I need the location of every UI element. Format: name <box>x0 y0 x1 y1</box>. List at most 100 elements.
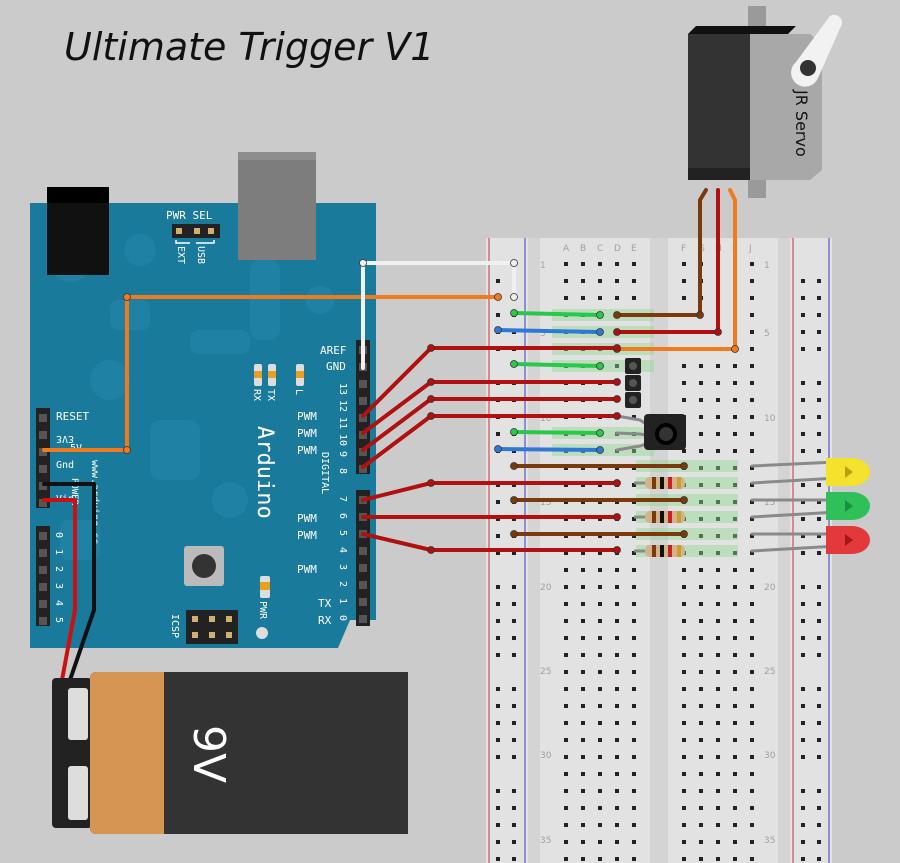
servo-ground-wire <box>615 188 708 317</box>
digital-pin-number: 11 <box>337 417 348 429</box>
icsp-label: ICSP <box>169 614 180 638</box>
l-led-label: L <box>293 389 304 395</box>
breadboard-row-label: 1 <box>764 261 770 271</box>
yellow-led <box>826 458 870 486</box>
digital-pin-number: 8 <box>337 468 348 474</box>
wires <box>42 188 840 682</box>
digital-pin-number: 5 <box>337 530 348 536</box>
digital-pin-number: 1 <box>337 598 348 604</box>
breadboard-col-label: E <box>631 244 637 254</box>
servo-label: JR Servo <box>792 89 811 157</box>
analog-header <box>36 526 50 626</box>
green-led <box>826 492 870 520</box>
leds <box>826 458 870 554</box>
pwr-led-label: PWR <box>257 601 268 620</box>
breadboard-row-label: 10 <box>764 414 776 424</box>
aref-label: AREF <box>320 344 347 357</box>
breadboard-row-label: 20 <box>764 583 776 593</box>
pwm-label-3: PWM <box>297 563 317 576</box>
diagram-title: Ultimate Trigger V1 <box>64 25 434 69</box>
analog-pin-number: 0 <box>53 532 64 538</box>
resistors <box>634 477 685 557</box>
digital-header-high <box>356 340 370 474</box>
digital-pin-number: 10 <box>337 434 348 446</box>
breadboard-row-label: 35 <box>540 836 551 846</box>
status-leds <box>254 364 304 386</box>
breadboard-col-label: D <box>614 244 621 254</box>
digital-pin-number: 4 <box>337 547 348 553</box>
power-header <box>36 408 50 508</box>
servo-motor: JR Servo <box>688 6 843 198</box>
analog-pin-number: 1 <box>53 549 64 555</box>
power-label: POWER <box>69 478 79 506</box>
icsp-header <box>186 610 238 644</box>
tx-led-label: TX <box>265 389 276 401</box>
breadboard-row-label: 10 <box>540 414 552 424</box>
blue-jumper-2 <box>496 447 602 452</box>
pwm-label-10: PWM <box>297 427 317 440</box>
pwm-label-6: PWM <box>297 512 317 525</box>
breadboard-row-label: 25 <box>540 667 551 677</box>
digital-pin-number: 9 <box>337 451 348 457</box>
reset-label: RESET <box>56 410 89 423</box>
ir-receiver <box>644 414 686 450</box>
green-jumper-2 <box>512 362 602 368</box>
analog-pin-number: 4 <box>53 600 64 606</box>
battery-negative-wire <box>42 482 96 682</box>
ext-label: EXT <box>175 246 186 264</box>
tx-pin-label: TX <box>318 597 332 610</box>
red-led <box>826 526 870 554</box>
breadboard-col-label: C <box>597 244 603 254</box>
blue-jumper-1 <box>496 328 602 334</box>
breadboard-row-label: 25 <box>764 667 775 677</box>
pwr-sel-label: PWR SEL <box>166 209 213 222</box>
3v3-label: 3V3 <box>56 433 74 444</box>
breadboard-row-label: 30 <box>764 751 776 761</box>
analog-pin-numbers: 0 1 2 3 4 5 <box>53 532 64 623</box>
gnd-wire <box>361 261 516 370</box>
breadboard-row-label: 15 <box>764 498 775 508</box>
digital-pin-number: 0 <box>337 615 348 621</box>
breadboard-col-label: J <box>748 244 752 254</box>
breadboard-row-label: 5 <box>764 329 770 339</box>
digital-label: DIGITAL <box>319 452 330 494</box>
gnd-left-label: Gnd <box>56 460 74 471</box>
digital-header-low <box>356 490 370 626</box>
breadboard-row-label: 5 <box>540 329 546 339</box>
servo-signal-wire <box>615 188 737 351</box>
rx-pin-label: RX <box>318 614 332 627</box>
breadboard-col-label: A <box>563 244 570 254</box>
analog-pin-number: 5 <box>53 617 64 623</box>
digital-pin-number: 3 <box>337 564 348 570</box>
breadboard-col-label: B <box>580 244 586 254</box>
pwm-label-9: PWM <box>297 444 317 457</box>
breadboard-row-label: 20 <box>540 583 552 593</box>
analog-pin-number: 2 <box>53 566 64 572</box>
usb-label: USB <box>195 246 206 264</box>
analog-pin-number: 3 <box>53 583 64 589</box>
breadboard-row-label: 15 <box>540 498 551 508</box>
arduino-brand: Arduino <box>252 426 277 519</box>
rx-led-label: RX <box>251 389 262 401</box>
arduino-board: PWR SEL EXT USB RX TX L Arduino www.ardu… <box>30 152 376 648</box>
digital-pin-number: 12 <box>337 400 348 412</box>
breadboard-col-label: F <box>681 244 686 254</box>
gnd-label: GND <box>326 360 346 373</box>
pwm-label-5: PWM <box>297 529 317 542</box>
push-buttons[interactable] <box>625 358 641 408</box>
digital-pin-number: 13 <box>337 383 348 395</box>
digital-pin-number: 2 <box>337 581 348 587</box>
breadboard-row-label: 35 <box>764 836 775 846</box>
digital-pin-number: 6 <box>337 513 348 519</box>
5v-wire <box>42 295 500 452</box>
battery-label: 9V <box>183 725 234 783</box>
green-jumper-3 <box>512 430 602 435</box>
usb-connector <box>238 152 316 260</box>
battery-9v: 9V <box>52 672 408 834</box>
pwm-label-11: PWM <box>297 410 317 423</box>
breadboard-row-label: 30 <box>540 751 552 761</box>
breadboard-row-label: 1 <box>540 261 546 271</box>
